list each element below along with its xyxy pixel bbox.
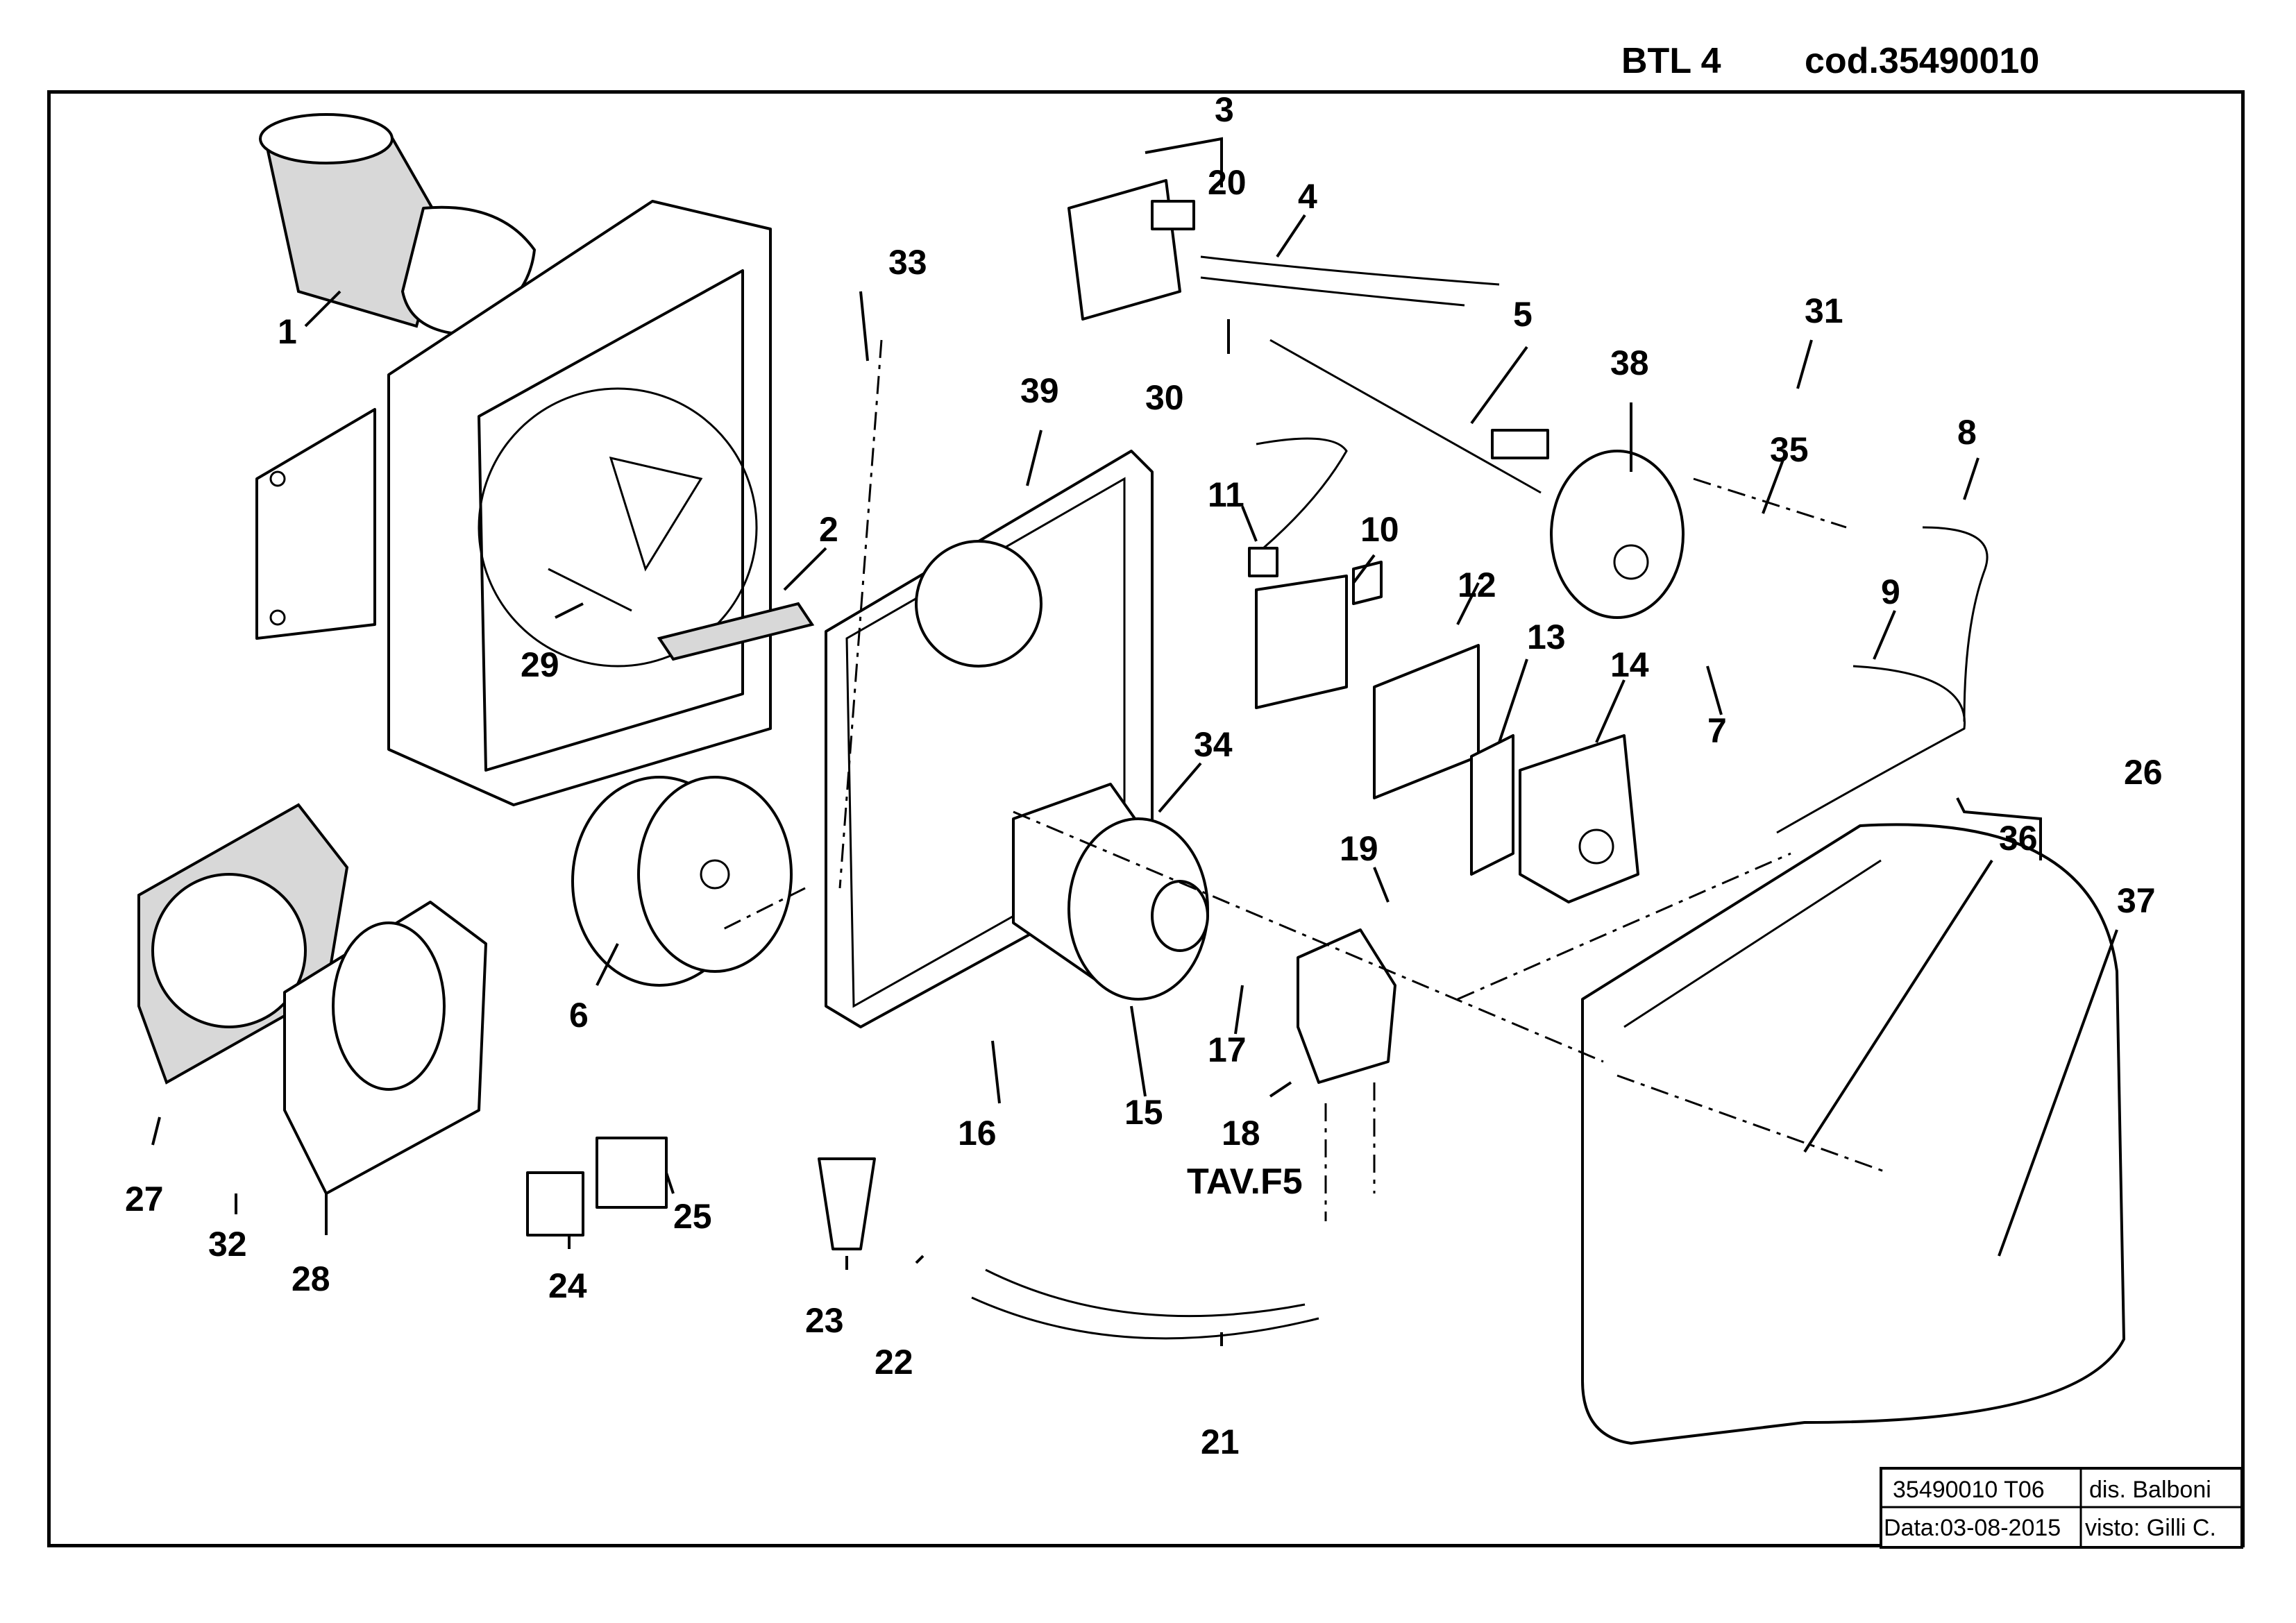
callout-34: 34: [1194, 725, 1233, 764]
part-gasket-27: [137, 803, 349, 1085]
callout-37: 37: [2117, 881, 2156, 920]
part-motor: [1012, 783, 1209, 1001]
callout-5: 5: [1513, 295, 1533, 334]
callout-25: 25: [673, 1197, 712, 1236]
callout-36: 36: [1999, 819, 2038, 858]
part-fan-wheel: [571, 776, 793, 987]
callout-30: 30: [1145, 378, 1184, 417]
part-filter: [818, 1157, 876, 1250]
callout-28: 28: [292, 1259, 330, 1298]
part-cover: [1581, 823, 2125, 1445]
part-cover-box: [1519, 734, 1639, 903]
callout-26: 26: [2124, 753, 2163, 792]
part-relay: [1470, 734, 1514, 876]
part-electrode-holder: [1067, 179, 1195, 321]
part-flange-plate: [255, 408, 376, 640]
callout-39: 39: [1020, 371, 1059, 410]
callout-38: 38: [1610, 343, 1649, 382]
callout-18: 18: [1222, 1114, 1260, 1153]
part-gasket-strip: [657, 602, 815, 661]
callout-7: 7: [1707, 711, 1727, 750]
drawing-date: Data:03-08-2015: [1884, 1515, 2061, 1541]
callout-13: 13: [1527, 618, 1566, 656]
callout-6: 6: [569, 996, 589, 1035]
part-terminal-block: [1373, 644, 1480, 799]
callout-22: 22: [875, 1343, 913, 1382]
callout-3: 3: [1215, 90, 1234, 129]
code-label: cod.35490010: [1805, 41, 2040, 81]
callout-23: 23: [805, 1301, 844, 1340]
part-connector-24: [526, 1171, 584, 1237]
callout-35: 35: [1770, 430, 1809, 469]
callout-15: 15: [1124, 1093, 1163, 1132]
callout-32: 32: [208, 1225, 247, 1264]
part-nozzle-line: [1269, 339, 1549, 494]
part-ignition-cables: [1200, 255, 1500, 307]
part-screw-29: [548, 568, 632, 612]
callout-21: 21: [1201, 1422, 1240, 1461]
callout-31: 31: [1805, 291, 1843, 330]
sheet-header: BTL 4 cod.35490010: [0, 0, 2296, 90]
callout-9: 9: [1881, 572, 1900, 611]
part-plug-11: [1248, 437, 1348, 577]
callout-2: 2: [819, 510, 838, 549]
drawing-code: 35490010 T06: [1893, 1477, 2045, 1503]
callout-27: 27: [125, 1180, 164, 1218]
callout-10: 10: [1360, 510, 1399, 549]
drawing-frame: [47, 90, 2245, 1547]
part-head-disc: [1550, 450, 1685, 619]
title-block: 35490010 T06 dis. Balboni Data:03-08-201…: [1880, 1467, 2243, 1549]
callout-16: 16: [958, 1114, 997, 1153]
part-pump: [1297, 928, 1396, 1084]
part-flame-tube: [259, 113, 536, 334]
callout-20: 20: [1208, 163, 1247, 202]
callout-4: 4: [1298, 177, 1317, 216]
callout-19: 19: [1340, 829, 1378, 868]
reference-table-label: TAV.F5: [1187, 1162, 1303, 1202]
callout-29: 29: [521, 645, 559, 684]
callout-8: 8: [1957, 413, 1977, 452]
callout-leaders: [151, 137, 2118, 1346]
callout-11: 11: [1208, 475, 1244, 514]
part-connector-25: [596, 1137, 668, 1209]
callout-1: 1: [278, 312, 297, 351]
part-photocell: [1922, 526, 1989, 722]
checked-by: visto: Gilli C.: [2085, 1515, 2216, 1541]
part-flange-28: [283, 901, 487, 1195]
callout-24: 24: [548, 1266, 587, 1305]
assembly-axis-lines: [721, 339, 1889, 1221]
drawn-by: dis. Balboni: [2089, 1477, 2211, 1503]
part-control-box: [1255, 561, 1383, 709]
callout-17: 17: [1208, 1030, 1247, 1069]
model-label: BTL 4: [1621, 41, 1721, 81]
callout-12: 12: [1458, 566, 1496, 604]
part-oil-pipe: [1776, 665, 1966, 834]
callout-33: 33: [888, 243, 927, 282]
callout-14: 14: [1610, 645, 1649, 684]
part-flexible-hoses: [971, 1268, 1319, 1340]
